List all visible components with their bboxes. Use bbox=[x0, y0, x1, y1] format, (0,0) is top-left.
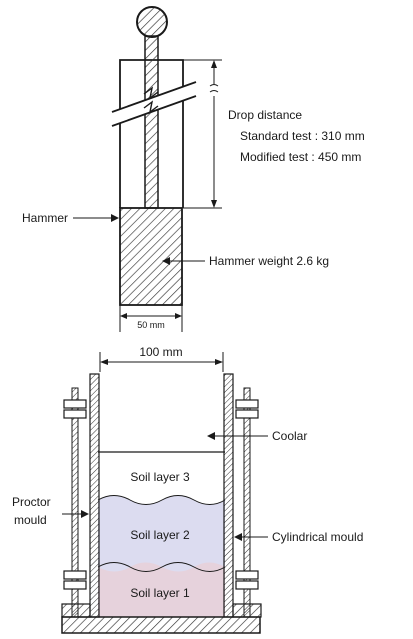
hammer-weight-label: Hammer weight 2.6 kg bbox=[209, 254, 329, 268]
hammer-width-dimension: 50 mm bbox=[119, 305, 183, 332]
mould-width-label: 100 mm bbox=[139, 345, 182, 359]
mould-left-wall bbox=[89, 373, 100, 618]
hammer-knob bbox=[136, 6, 168, 38]
hammer-rod bbox=[144, 35, 159, 209]
soil-layer-2-label: Soil layer 2 bbox=[130, 528, 190, 542]
mould-right-wall bbox=[223, 373, 234, 618]
coolar-label: Coolar bbox=[272, 429, 307, 443]
base-plate bbox=[61, 616, 261, 634]
hammer-width-label: 50 mm bbox=[137, 320, 165, 330]
modified-test-label: Modified test : 450 mm bbox=[240, 150, 361, 164]
left-tie-rod bbox=[61, 387, 91, 618]
proctor-mould-label-line1: Proctor bbox=[12, 495, 51, 509]
drop-distance-label: Drop distance bbox=[228, 108, 302, 122]
layer-boundary-1-2 bbox=[97, 562, 226, 572]
proctor-mould-label-line2: mould bbox=[14, 513, 47, 527]
mould-assembly: 100 mm bbox=[12, 345, 363, 634]
break-lines bbox=[111, 81, 197, 127]
soil-layer-2 bbox=[98, 495, 225, 572]
layer-boundary-2-3 bbox=[97, 495, 226, 505]
standard-test-label: Standard test : 310 mm bbox=[240, 129, 365, 143]
soil-layer-3-label: Soil layer 3 bbox=[130, 470, 190, 484]
cylindrical-mould-label: Cylindrical mould bbox=[272, 530, 363, 544]
right-tie-rod bbox=[232, 387, 262, 618]
hammer-assembly: 50 mm Drop distance Standard test : 310 … bbox=[22, 6, 365, 332]
hammer-label: Hammer bbox=[22, 211, 68, 225]
soil-layer-1-label: Soil layer 1 bbox=[130, 586, 190, 600]
mould-width-dimension: 100 mm bbox=[99, 345, 224, 372]
drop-distance-dimension bbox=[183, 59, 222, 209]
hammer-body bbox=[119, 207, 183, 306]
